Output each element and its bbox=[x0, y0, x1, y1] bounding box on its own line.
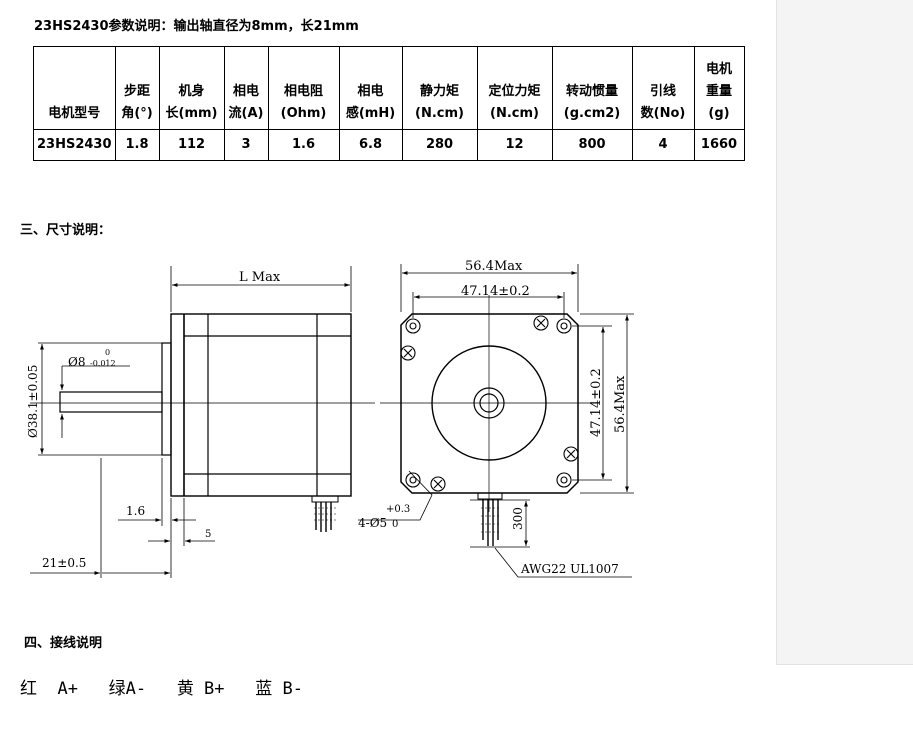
dim-21: 21±0.5 bbox=[42, 556, 86, 570]
dim-v-width-max: 56.4Max bbox=[613, 375, 628, 433]
dim-bolt-spacing: 47.14±0.2 bbox=[461, 284, 530, 299]
dim-5: 5 bbox=[205, 529, 211, 540]
value-body-length: 112 bbox=[158, 129, 225, 161]
dim-1-6: 1.6 bbox=[126, 504, 145, 518]
header-model: 电机型号 bbox=[33, 46, 116, 130]
value-holding-torque: 280 bbox=[401, 129, 478, 161]
right-side-panel bbox=[776, 0, 913, 664]
value-weight: 1660 bbox=[693, 129, 745, 161]
dim-width-max: 56.4Max bbox=[465, 259, 523, 274]
spec-header-row: 电机型号 步距角(°) 机身长(mm) 相电流(A) 相电阻(Ohm) 相电感(… bbox=[33, 46, 745, 130]
wiring-colors: 红 A+ 绿A- 黄 B+ 蓝 B- bbox=[20, 679, 303, 699]
dim-v-bolt-spacing: 47.14±0.2 bbox=[589, 368, 604, 437]
dim-shaft-tol-upper: 0 bbox=[105, 348, 110, 357]
value-detent-torque: 12 bbox=[476, 129, 553, 161]
value-model: 23HS2430 bbox=[33, 129, 116, 161]
header-detent-torque: 定位力矩(N.cm) bbox=[476, 46, 553, 130]
value-lead-count: 4 bbox=[631, 129, 695, 161]
dim-lead-length: 300 bbox=[511, 507, 525, 530]
mounting-holes bbox=[405, 318, 572, 488]
value-phase-resistance: 1.6 bbox=[267, 129, 340, 161]
header-step-angle: 步距角(°) bbox=[114, 46, 160, 130]
header-weight: 电机重量(g) bbox=[693, 46, 745, 130]
dim-holes-tol-lower: 0 bbox=[392, 519, 398, 530]
front-view bbox=[358, 264, 634, 578]
value-phase-inductance: 6.8 bbox=[338, 129, 403, 161]
dim-l-max: L Max bbox=[239, 270, 281, 285]
side-view bbox=[30, 266, 375, 578]
header-phase-current: 相电流(A) bbox=[223, 46, 269, 130]
header-rotor-inertia: 转动惯量(g.cm2) bbox=[551, 46, 633, 130]
spec-value-row: 23HS2430 1.8 112 3 1.6 6.8 280 12 800 4 … bbox=[33, 129, 745, 161]
spec-title: 23HS2430参数说明：输出轴直径为8mm，长21mm bbox=[34, 19, 359, 34]
dim-pilot-dia: Ø38.1±0.05 bbox=[26, 365, 40, 438]
value-rotor-inertia: 800 bbox=[551, 129, 633, 161]
header-body-length: 机身长(mm) bbox=[158, 46, 225, 130]
section3-title: 三、尺寸说明： bbox=[20, 223, 112, 238]
dim-holes: 4-Ø5 bbox=[358, 516, 387, 530]
dim-shaft-tol-lower: -0.012 bbox=[90, 359, 116, 368]
header-phase-inductance: 相电感(mH) bbox=[338, 46, 403, 130]
wire-spec-label: AWG22 UL1007 bbox=[520, 562, 619, 576]
spec-table: 电机型号 步距角(°) 机身长(mm) 相电流(A) 相电阻(Ohm) 相电感(… bbox=[33, 46, 745, 161]
screws bbox=[400, 315, 579, 492]
header-lead-count: 引线数(No) bbox=[631, 46, 695, 130]
dim-holes-tol-upper: +0.3 bbox=[386, 504, 410, 515]
panel-divider bbox=[776, 664, 913, 665]
dim-shaft-dia: Ø8 bbox=[68, 355, 85, 369]
front-flange bbox=[400, 313, 579, 494]
header-phase-resistance: 相电阻(Ohm) bbox=[267, 46, 340, 130]
motor-body bbox=[170, 313, 352, 497]
shaft bbox=[59, 391, 163, 413]
section4-title: 四、接线说明 bbox=[24, 636, 103, 651]
pilot-boss bbox=[161, 342, 172, 456]
